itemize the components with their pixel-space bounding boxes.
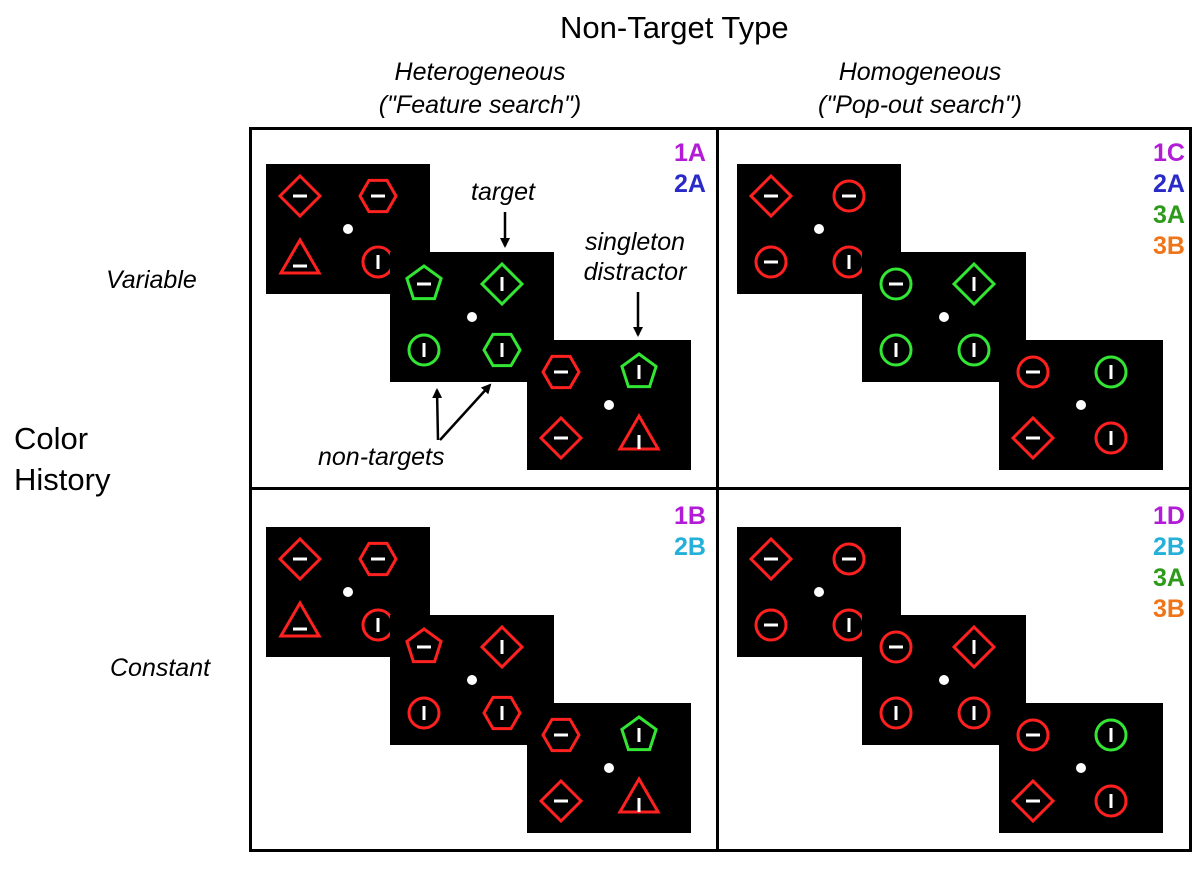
annotation-line: distractor bbox=[583, 258, 687, 286]
condition-code: 1A bbox=[674, 139, 706, 167]
diamond-stimulus bbox=[951, 624, 997, 670]
circle-stimulus bbox=[754, 245, 788, 279]
triangle-stimulus bbox=[278, 237, 322, 275]
row-label-variable: Variable bbox=[106, 266, 197, 294]
triangle-stimulus bbox=[617, 413, 661, 451]
non-target-arrow-right bbox=[439, 383, 492, 441]
circle-stimulus bbox=[1094, 421, 1128, 455]
diamond-stimulus bbox=[277, 536, 323, 582]
circle-stimulus bbox=[957, 333, 991, 367]
codes-top-right: 1C 2A 3A 3B bbox=[1125, 138, 1185, 262]
hexagon-stimulus bbox=[482, 332, 522, 368]
annotation-target: target bbox=[471, 178, 535, 206]
circle-stimulus bbox=[407, 333, 441, 367]
triangle-stimulus bbox=[278, 600, 322, 638]
condition-code: 2A bbox=[1153, 170, 1185, 198]
color-history-title: Color History bbox=[14, 418, 110, 500]
pentagon-stimulus bbox=[620, 352, 658, 389]
diamond-stimulus bbox=[277, 173, 323, 219]
condition-code: 2B bbox=[674, 533, 706, 561]
condition-code: 1B bbox=[674, 502, 706, 530]
circle-stimulus bbox=[879, 630, 913, 664]
diamond-stimulus bbox=[538, 778, 584, 824]
axis-line-1: Color bbox=[14, 421, 89, 456]
pentagon-stimulus bbox=[405, 627, 443, 664]
search-display bbox=[999, 340, 1163, 470]
circle-stimulus bbox=[1016, 718, 1050, 752]
circle-stimulus bbox=[754, 608, 788, 642]
grid-divider-horizontal bbox=[249, 487, 1192, 490]
diamond-stimulus bbox=[538, 415, 584, 461]
column-header-heterogeneous: Heterogeneous ("Feature search") bbox=[330, 56, 630, 122]
search-display bbox=[862, 615, 1026, 745]
diamond-stimulus bbox=[479, 624, 525, 670]
hexagon-stimulus bbox=[358, 178, 398, 214]
search-display bbox=[737, 527, 901, 657]
codes-top-left: 1A 2A bbox=[646, 138, 706, 200]
search-display bbox=[390, 252, 554, 382]
annotation-line: singleton bbox=[584, 228, 686, 256]
search-display bbox=[527, 340, 691, 470]
condition-code: 3A bbox=[1153, 564, 1185, 592]
circle-stimulus bbox=[1094, 784, 1128, 818]
condition-code: 3A bbox=[1153, 201, 1185, 229]
diamond-stimulus bbox=[479, 261, 525, 307]
condition-code: 3B bbox=[1153, 232, 1185, 260]
circle-stimulus bbox=[879, 267, 913, 301]
circle-stimulus bbox=[1094, 718, 1128, 752]
circle-stimulus bbox=[879, 696, 913, 730]
column-label: Homogeneous bbox=[838, 58, 1002, 86]
circle-stimulus bbox=[1094, 355, 1128, 389]
pentagon-stimulus bbox=[405, 264, 443, 301]
column-sublabel: ("Feature search") bbox=[378, 91, 582, 119]
diamond-stimulus bbox=[1010, 415, 1056, 461]
condition-code: 1C bbox=[1153, 139, 1185, 167]
annotation-singleton-distractor: singleton distractor bbox=[580, 227, 690, 287]
diamond-stimulus bbox=[748, 536, 794, 582]
column-sublabel: ("Pop-out search") bbox=[818, 91, 1022, 119]
condition-code: 3B bbox=[1153, 595, 1185, 623]
condition-code: 1D bbox=[1153, 502, 1185, 530]
condition-code: 2A bbox=[674, 170, 706, 198]
diamond-stimulus bbox=[748, 173, 794, 219]
circle-stimulus bbox=[957, 696, 991, 730]
search-display bbox=[862, 252, 1026, 382]
hexagon-stimulus bbox=[541, 354, 581, 390]
circle-stimulus bbox=[1016, 355, 1050, 389]
hexagon-stimulus bbox=[358, 541, 398, 577]
hexagon-stimulus bbox=[541, 717, 581, 753]
circle-stimulus bbox=[832, 542, 866, 576]
circle-stimulus bbox=[879, 333, 913, 367]
annotation-non-targets: non-targets bbox=[318, 443, 445, 471]
non-target-type-title: Non-Target Type bbox=[560, 10, 789, 45]
non-target-arrow-left bbox=[432, 388, 443, 441]
diamond-stimulus bbox=[1010, 778, 1056, 824]
search-display bbox=[527, 703, 691, 833]
search-display bbox=[390, 615, 554, 745]
triangle-stimulus bbox=[617, 776, 661, 814]
pentagon-stimulus bbox=[620, 715, 658, 752]
axis-line-2: History bbox=[14, 462, 111, 497]
condition-code: 2B bbox=[1153, 533, 1185, 561]
diamond-stimulus bbox=[951, 261, 997, 307]
codes-bottom-right: 1D 2B 3A 3B bbox=[1125, 501, 1185, 625]
circle-stimulus bbox=[407, 696, 441, 730]
hexagon-stimulus bbox=[482, 695, 522, 731]
row-label-constant: Constant bbox=[110, 654, 211, 682]
search-display bbox=[999, 703, 1163, 833]
circle-stimulus bbox=[832, 179, 866, 213]
column-header-homogeneous: Homogeneous ("Pop-out search") bbox=[770, 56, 1070, 122]
column-label: Heterogeneous bbox=[394, 58, 566, 86]
codes-bottom-left: 1B 2B bbox=[646, 501, 706, 563]
